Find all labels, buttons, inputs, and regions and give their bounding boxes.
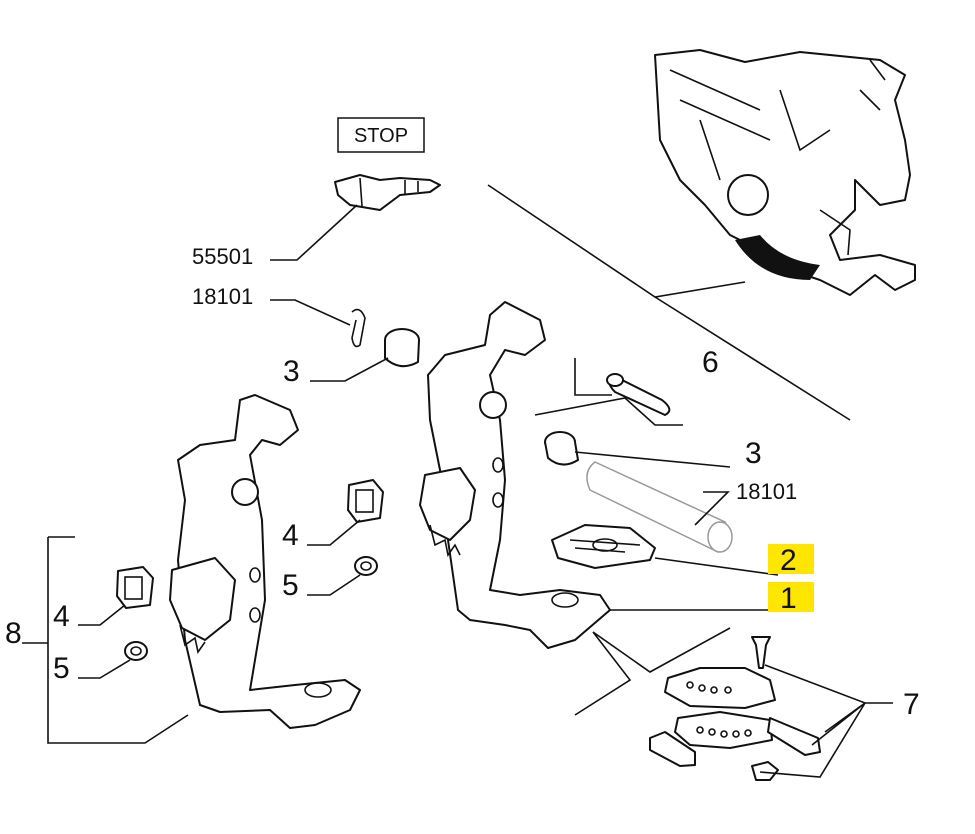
- grommet-left: [124, 641, 148, 661]
- callout-6: 6: [702, 346, 719, 379]
- leader-line: [759, 664, 893, 778]
- callout-2: 2: [780, 544, 797, 577]
- screw: [751, 636, 771, 669]
- leader-line: [574, 451, 731, 468]
- leader-line: [307, 519, 361, 546]
- leader-line: [307, 574, 361, 596]
- pivot-pin: [606, 373, 671, 416]
- callout-3-left: 3: [283, 355, 300, 388]
- spring-clip-mid: [347, 479, 384, 523]
- pedal-left: [169, 394, 361, 729]
- callout-4-mid: 4: [282, 519, 299, 552]
- leader-line: [22, 536, 189, 744]
- leader-line: [654, 557, 779, 576]
- highlight-callout-1: [768, 582, 814, 612]
- grommet-mid: [354, 556, 378, 576]
- callout-18101-top: 18101: [192, 284, 253, 309]
- adjustment-plate-set: [649, 636, 821, 781]
- leader-line: [574, 627, 731, 716]
- stop-light-switch: [334, 174, 441, 211]
- bushing-right: [544, 431, 579, 466]
- leader-line: [574, 358, 612, 396]
- leader-line: [310, 357, 389, 382]
- leader-line: [270, 299, 351, 326]
- callout-1: 1: [780, 582, 797, 615]
- bushing-left: [384, 328, 420, 368]
- leader-line: [694, 491, 730, 526]
- pedal-rubber-pad: [551, 524, 656, 569]
- spring-clip-left: [116, 566, 154, 609]
- pivot-shaft-ghost: [586, 461, 733, 553]
- leader-line: [78, 604, 126, 626]
- pedal-box-assembly-overview: [654, 49, 916, 296]
- leader-lines: [22, 184, 893, 778]
- retaining-clip-top: [351, 308, 366, 348]
- leader-line: [78, 659, 131, 679]
- stop-switch-group: STOP: [334, 117, 441, 211]
- callout-8: 8: [5, 617, 22, 650]
- callout-5-left: 5: [53, 652, 70, 685]
- stop-label-box: [337, 117, 425, 153]
- pedal-middle: [419, 301, 611, 649]
- leader-line: [654, 296, 851, 421]
- callout-55501: 55501: [192, 244, 253, 269]
- stop-label: STOP: [354, 125, 408, 147]
- highlight-callout-2: [768, 544, 814, 574]
- callout-3-right: 3: [745, 437, 762, 470]
- callout-5-mid: 5: [282, 569, 299, 602]
- callout-4-left: 4: [53, 600, 70, 633]
- leader-line: [534, 397, 683, 426]
- leader-line: [270, 204, 358, 261]
- callout-7: 7: [903, 688, 920, 721]
- callout-18101-right: 18101: [736, 479, 797, 504]
